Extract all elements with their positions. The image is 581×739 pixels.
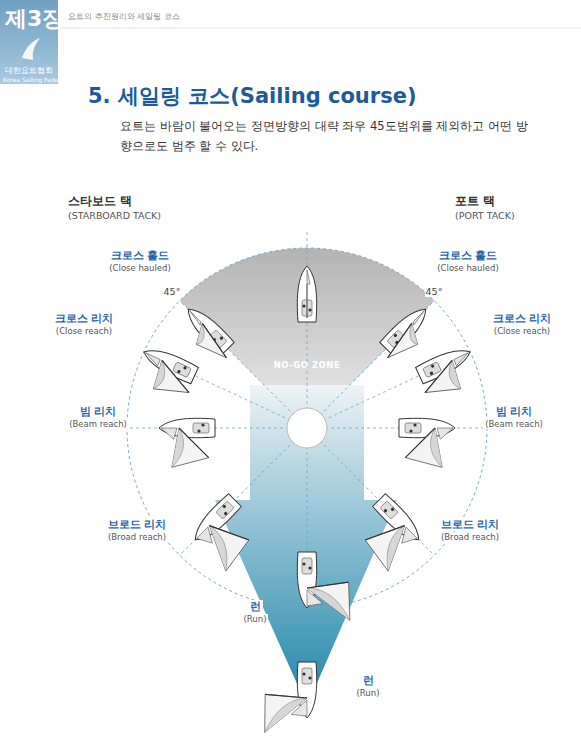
course-label: 빔 리치	[78, 405, 119, 418]
logo-text: Korea Sailing Federation	[3, 76, 76, 83]
course-label: 런	[361, 674, 376, 687]
boats	[131, 266, 482, 732]
course-label: 빔 리치	[494, 405, 535, 418]
angle-label: 45°	[163, 286, 182, 297]
header-rule	[58, 28, 581, 29]
course-label: (Close reach)	[54, 326, 114, 336]
course-label: (Broad reach)	[439, 532, 501, 542]
course-label: 크로스 리치	[53, 312, 116, 325]
tack-label: (STARBOARD TACK)	[68, 210, 161, 221]
course-label: 크로스 리치	[491, 312, 554, 325]
tack-label: (PORT TACK)	[455, 210, 515, 221]
course-label: (Run)	[355, 688, 382, 698]
tack-label: 포트 택	[455, 194, 495, 208]
course-label: (Broad reach)	[106, 532, 168, 542]
course-label: (Run)	[242, 614, 269, 624]
course-label: (Beam reach)	[483, 419, 545, 429]
course-label: (Beam reach)	[67, 419, 129, 429]
body-text: 요트는 바람이 불어오는 정면방향의 대략 좌우 45도범위를 제외하고 어떤 …	[120, 116, 530, 156]
course-label: 런	[248, 600, 263, 613]
logo-sail	[22, 38, 40, 60]
course-label: 브로드 리치	[439, 518, 502, 531]
tack-label: 스타보드 택	[68, 194, 132, 208]
page-title: 5. 세일링 코스(Sailing course)	[88, 84, 417, 109]
logo-text: 대한요트협회	[5, 66, 53, 76]
chapter-mark: 제3장	[5, 6, 64, 32]
zone-label: NO-GO ZONE	[274, 360, 341, 370]
running-header: 요트의 추진원리와 세일링 코스	[68, 12, 180, 22]
course-label: 크로스 홀드	[437, 249, 500, 262]
course-label: (Close reach)	[492, 326, 552, 336]
course-label: 크로스 홀드	[109, 249, 172, 262]
angle-label: 45°	[425, 286, 444, 297]
course-label: (Close hauled)	[107, 263, 172, 273]
course-label: 브로드 리치	[106, 518, 169, 531]
course-label: (Close hauled)	[435, 263, 500, 273]
sailing-dial	[127, 232, 487, 706]
